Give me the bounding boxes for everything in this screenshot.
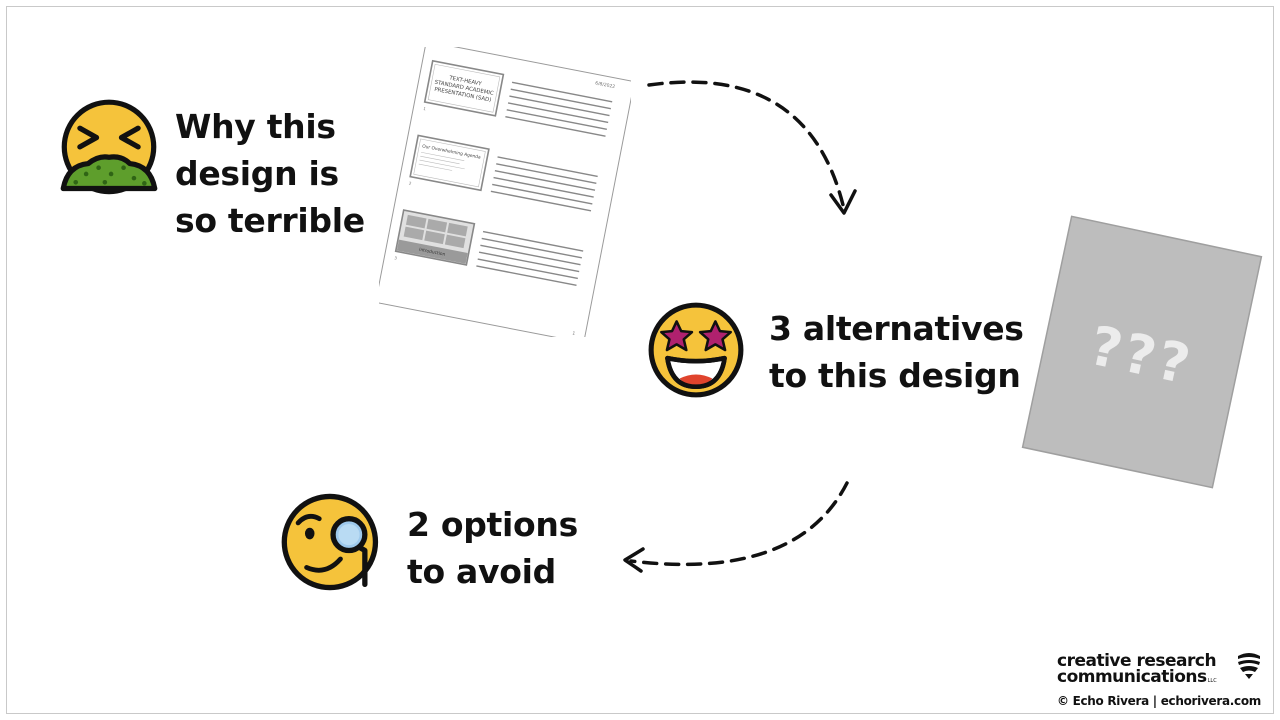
brand-line1: creative research — [1057, 651, 1217, 671]
brand-line2: communications — [1057, 667, 1207, 687]
heading-line: Why this — [175, 107, 336, 146]
handout-date: 6/8/2022 — [595, 80, 616, 90]
monocle-face-icon — [281, 493, 379, 591]
handout-slide-number: 1 — [423, 106, 427, 111]
nauseated-face-icon — [60, 99, 158, 195]
handout-thumbnail: 6/8/2022 TEXT-HEAVY STANDARD ACADEMIC PR… — [379, 47, 631, 337]
placeholder-card: ??? — [1021, 215, 1263, 489]
credit-line: © Echo Rivera | echorivera.com — [1057, 694, 1261, 708]
star-struck-face-icon — [648, 302, 744, 398]
heading-line: to this design — [769, 356, 1021, 395]
dashed-arrow-down-icon — [647, 80, 857, 215]
heading-line: 2 options — [407, 505, 578, 544]
heading-line: so terrible — [175, 201, 365, 240]
brand-line2-wrap: communicationsLLC — [1057, 667, 1217, 687]
balloon-logo-icon — [1238, 653, 1260, 679]
heading-line: to avoid — [407, 552, 556, 591]
heading-line: design is — [175, 154, 339, 193]
handout-slide3-title: Introduction — [419, 247, 446, 258]
slide: Why this design is so terrible 6/8/2022 … — [6, 6, 1274, 714]
dashed-arrow-left-icon — [623, 481, 849, 573]
brand-logo: creative research communicationsLLC © Ec… — [1050, 645, 1272, 715]
brand-suffix: LLC — [1207, 678, 1217, 684]
handout-slide-number: 2 — [408, 181, 412, 186]
handout-slide-number: 3 — [394, 255, 398, 260]
section-heading-alternatives: 3 alternatives to this design — [769, 305, 1024, 399]
section-heading-options-avoid: 2 options to avoid — [407, 501, 578, 595]
heading-line: 3 alternatives — [769, 309, 1024, 348]
section-heading-why-terrible: Why this design is so terrible — [175, 103, 365, 244]
handout-page-number: 1 — [572, 331, 576, 337]
